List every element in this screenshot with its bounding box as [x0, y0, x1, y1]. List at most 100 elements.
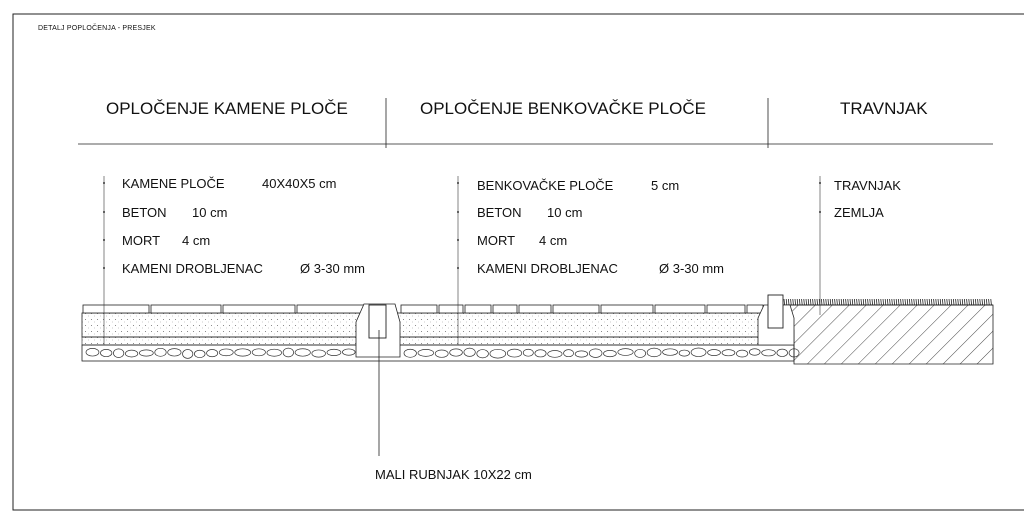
drawing-title: DETALJ POPLOČENJA - PRESJEK	[38, 25, 156, 32]
gravel-stones	[85, 347, 800, 359]
grass-blade	[823, 298, 825, 306]
gravel-stone	[125, 349, 139, 358]
layer-name: BETON	[122, 205, 167, 220]
grass-blade	[856, 298, 858, 306]
layer-name: MORT	[122, 233, 161, 248]
grass-blade	[981, 298, 983, 306]
grass-blade	[812, 298, 814, 306]
grass-blade	[911, 298, 913, 306]
grass-blade	[836, 298, 838, 306]
grass-blade	[902, 298, 904, 306]
gravel-stone	[85, 348, 100, 357]
mortar-layer	[81, 336, 773, 346]
gravel-stone	[603, 350, 617, 358]
gravel-stone	[721, 349, 736, 357]
layer-value: 10 cm	[547, 205, 583, 220]
gravel-stone	[342, 348, 356, 356]
grass-blade	[825, 298, 827, 306]
grass-blade	[986, 298, 988, 306]
benkovac-slab	[600, 304, 654, 314]
grass-blade	[937, 298, 939, 306]
grass-blade	[961, 298, 964, 306]
grass-blade	[829, 298, 832, 306]
layer-name: BENKOVAČKE PLOČE	[477, 178, 614, 193]
grass-blade	[983, 298, 986, 306]
layer-name: MORT	[477, 233, 516, 248]
grass-blade	[801, 298, 803, 306]
gravel-stone	[776, 348, 788, 357]
layer-value: Ø 3-30 mm	[659, 261, 725, 276]
grass-blade	[959, 298, 961, 306]
stone-slab	[150, 304, 222, 314]
gravel-stone	[282, 347, 294, 358]
grass-blade	[891, 298, 893, 306]
grass-blade	[990, 298, 992, 306]
layer-value: 40X40X5 cm	[262, 176, 337, 191]
layer-name: KAMENI DROBLJENAC	[477, 261, 618, 276]
gravel-stone	[294, 348, 311, 357]
grass-blade	[807, 298, 810, 306]
gravel-stone	[662, 348, 678, 356]
grass-blade	[957, 298, 959, 306]
gravel-stone	[522, 348, 534, 357]
grass-blade	[796, 298, 799, 306]
gravel-stone	[690, 347, 707, 357]
paving-slabs	[82, 304, 764, 314]
grass-blade	[838, 298, 840, 306]
grass-blade	[869, 298, 871, 306]
layer-value: 4 cm	[539, 233, 568, 248]
grass-blade	[889, 298, 891, 306]
grass-blade	[882, 298, 884, 306]
grass-blade	[975, 298, 977, 306]
gravel-stone	[449, 348, 463, 357]
benkovac-slab	[492, 304, 518, 314]
grass-blade	[968, 298, 970, 306]
benkovac-slab	[654, 304, 706, 314]
grass-blade	[810, 298, 812, 306]
grass-blade	[935, 298, 937, 306]
gravel-stone	[748, 348, 761, 356]
curb-left	[355, 303, 401, 358]
grass-blade	[871, 298, 873, 306]
grass-blade	[928, 298, 931, 306]
grass-blade	[783, 298, 785, 306]
grass-blade	[849, 298, 851, 306]
grass-blade	[845, 298, 847, 306]
leader-ticks	[103, 182, 821, 269]
gravel-stone	[113, 348, 125, 358]
grass-blade	[834, 298, 836, 306]
grass-blade	[860, 298, 862, 306]
gravel-stone	[182, 349, 194, 359]
layer-name: KAMENE PLOČE	[122, 176, 225, 191]
benkovac-slab	[400, 304, 438, 314]
grass-blade	[794, 298, 796, 306]
grass-blade	[821, 298, 823, 306]
gravel-stone	[138, 349, 154, 357]
grass-blade	[803, 298, 805, 306]
grass-blade	[792, 298, 794, 306]
gravel-stone	[234, 348, 252, 357]
header-kamene: OPLOČENJE KAMENE PLOČE	[106, 99, 348, 118]
gravel-stone	[506, 348, 523, 358]
grass-blade	[862, 298, 865, 306]
grass-blade	[895, 298, 898, 306]
grass-blade	[955, 298, 957, 306]
gravel-stone	[563, 349, 574, 358]
grass-blade	[924, 298, 926, 306]
gravel-stone	[154, 347, 167, 357]
grass-blade	[873, 298, 876, 306]
grass-blade	[887, 298, 889, 306]
grass-blade	[906, 298, 909, 306]
stone-slab	[296, 304, 368, 314]
gravel-stone	[167, 348, 182, 357]
gravel-stone	[646, 347, 662, 358]
curb-right	[757, 294, 795, 346]
grass-blade	[948, 298, 950, 306]
grass-blade	[799, 298, 801, 306]
layer-name: KAMENI DROBLJENAC	[122, 261, 263, 276]
benkovac-slab	[438, 304, 464, 314]
grass-blade	[816, 298, 818, 306]
grass-blade	[966, 298, 968, 306]
benkovac-slab	[518, 304, 552, 314]
grass-blade	[876, 298, 878, 306]
